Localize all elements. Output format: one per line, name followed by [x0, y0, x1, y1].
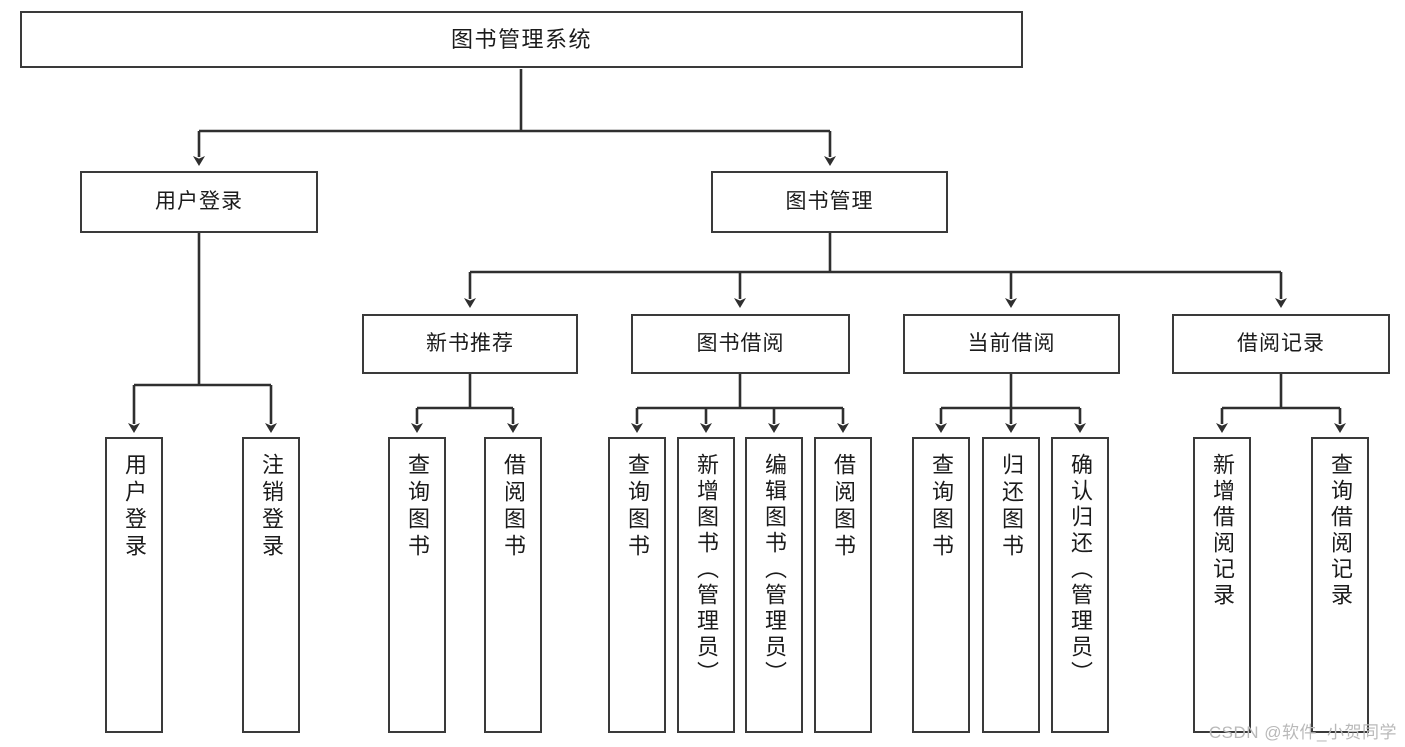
node-user-login[interactable]: 用户登录 [80, 171, 318, 233]
node-new-book-recommend[interactable]: 新书推荐 [362, 314, 578, 374]
watermark-text: CSDN @软件_小贺同学 [1208, 723, 1397, 742]
leaf-borrow-query-book[interactable]: 查询图书 [608, 437, 666, 733]
node-label: 用户登录 [155, 189, 243, 213]
node-label: 用户登录 [122, 453, 147, 561]
leaf-record-add-record[interactable]: 新增借阅记录 [1193, 437, 1251, 733]
leaf-recommend-borrow-book[interactable]: 借阅图书 [484, 437, 542, 733]
node-label: 归还图书 [999, 453, 1024, 561]
node-label: 确认归还（管理员） [1068, 453, 1093, 687]
node-label: 新增借阅记录 [1210, 453, 1235, 609]
leaf-user-login-logout[interactable]: 注销登录 [242, 437, 300, 733]
node-book-borrow[interactable]: 图书借阅 [631, 314, 850, 374]
leaf-record-query-record[interactable]: 查询借阅记录 [1311, 437, 1369, 733]
node-label: 当前借阅 [967, 331, 1056, 355]
node-label: 图书借阅 [696, 331, 785, 355]
leaf-borrow-borrow-book[interactable]: 借阅图书 [814, 437, 872, 733]
node-label: 新书推荐 [426, 331, 514, 355]
node-label: 查询图书 [405, 453, 430, 561]
leaf-current-query-book[interactable]: 查询图书 [912, 437, 970, 733]
node-label: 查询借阅记录 [1328, 453, 1353, 609]
leaf-borrow-add-book-admin[interactable]: 新增图书（管理员） [677, 437, 735, 733]
leaf-user-login-login[interactable]: 用户登录 [105, 437, 163, 733]
node-label: 借阅图书 [831, 453, 856, 561]
node-label: 查询图书 [625, 453, 650, 561]
node-label: 图书管理系统 [450, 26, 592, 52]
node-label: 借阅图书 [501, 453, 526, 561]
node-borrow-record[interactable]: 借阅记录 [1172, 314, 1390, 374]
node-label: 注销登录 [259, 453, 284, 561]
node-label: 编辑图书（管理员） [762, 453, 787, 687]
node-book-management[interactable]: 图书管理 [711, 171, 948, 233]
leaf-recommend-query-book[interactable]: 查询图书 [388, 437, 446, 733]
leaf-borrow-edit-book-admin[interactable]: 编辑图书（管理员） [745, 437, 803, 733]
node-current-borrow[interactable]: 当前借阅 [903, 314, 1120, 374]
node-label: 查询图书 [929, 453, 954, 561]
leaf-current-confirm-return-admin[interactable]: 确认归还（管理员） [1051, 437, 1109, 733]
node-label: 图书管理 [785, 189, 874, 213]
node-label: 借阅记录 [1237, 331, 1325, 355]
leaf-current-return-book[interactable]: 归还图书 [982, 437, 1040, 733]
node-root-library-system[interactable]: 图书管理系统 [20, 11, 1023, 68]
node-label: 新增图书（管理员） [694, 453, 719, 687]
